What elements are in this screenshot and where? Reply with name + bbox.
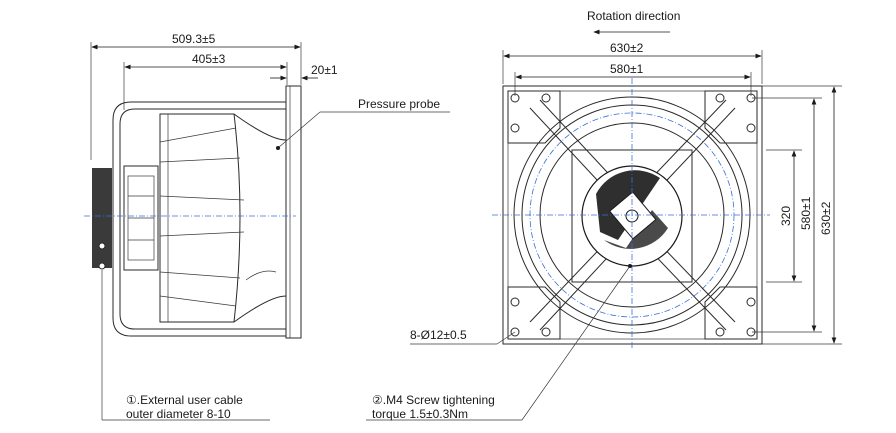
dim-label-front-width: 630±2 bbox=[610, 41, 644, 55]
pressure-probe-leader bbox=[277, 111, 321, 149]
motor-electronics bbox=[92, 168, 112, 268]
side-view: 509.3±5 405±3 20±1 bbox=[84, 32, 450, 421]
front-view: Rotation direction 630±2 580±1 630±2 580… bbox=[366, 9, 842, 421]
dim-label-front-holes-v: 580±1 bbox=[799, 196, 813, 230]
motor-body bbox=[123, 165, 159, 271]
dim-label-body: 405±3 bbox=[192, 52, 226, 66]
mounting-holes bbox=[510, 93, 756, 337]
dim-label-overall: 509.3±5 bbox=[172, 32, 216, 46]
support-arms bbox=[529, 99, 736, 331]
note2-line2: torque 1.5±0.3Nm bbox=[372, 407, 468, 421]
dim-label-front-height: 630±2 bbox=[819, 201, 833, 235]
note2-leader bbox=[521, 265, 631, 421]
corner-brackets bbox=[507, 90, 758, 340]
holes-label: 8-Ø12±0.5 bbox=[410, 328, 467, 342]
dim-label-hub: 320 bbox=[779, 206, 793, 226]
note2-line1: ②.M4 Screw tightening bbox=[372, 393, 495, 407]
frame-tube-bottom bbox=[112, 240, 286, 337]
dim-label-front-holes: 580±1 bbox=[610, 62, 644, 76]
rotation-direction-label: Rotation direction bbox=[587, 9, 680, 23]
pressure-probe-label: Pressure probe bbox=[358, 97, 440, 111]
holes-leader bbox=[496, 331, 516, 345]
frame-tube-bottom-inner bbox=[119, 240, 286, 330]
flange-plate bbox=[285, 85, 302, 339]
frame-tube-top bbox=[112, 101, 286, 300]
note1-line1: ①.External user cable bbox=[126, 393, 243, 407]
frame-tube-top-inner bbox=[119, 108, 286, 300]
cable-gland bbox=[98, 242, 106, 250]
note1-line2: outer diameter 8-10 bbox=[126, 407, 231, 421]
inlet-nozzle-top bbox=[233, 113, 287, 141]
dim-label-flange: 20±1 bbox=[311, 63, 338, 77]
impeller-body bbox=[159, 113, 241, 323]
inlet-nozzle-bottom bbox=[233, 295, 287, 323]
